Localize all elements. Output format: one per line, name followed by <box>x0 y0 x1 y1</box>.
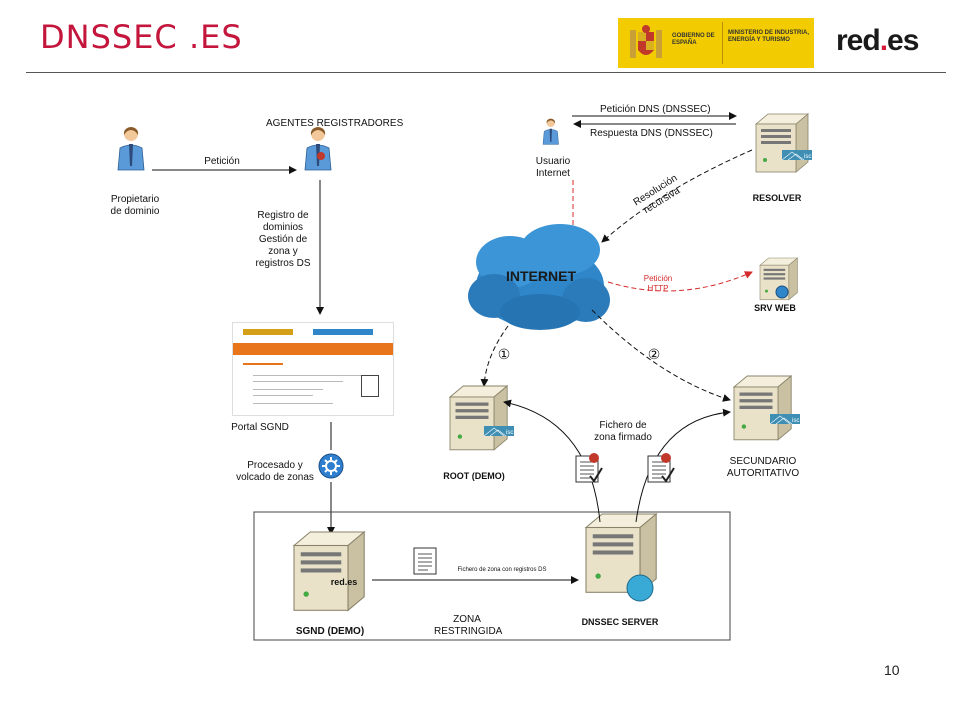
usuario-label: Usuario Internet <box>535 156 571 179</box>
dnssec-server-label: DNSSEC SERVER <box>581 617 659 627</box>
registrar-person-icon <box>304 126 332 171</box>
gov-logo-line1: GOBIERNO DE ESPAÑA <box>672 33 715 46</box>
sgnd-brand-label: red.es <box>330 577 358 587</box>
internet-cloud-icon <box>468 224 610 330</box>
registro-label: Registro de dominios Gestión de zona y r… <box>255 210 311 269</box>
globe-icon <box>775 285 789 299</box>
portal-label: Portal SGND <box>231 422 289 433</box>
page-title: DNSSEC .ES <box>40 18 243 56</box>
sgnd-label: SGND (DEMO) <box>295 626 365 637</box>
page-number: 10 <box>884 662 900 678</box>
signed-file-icon-right <box>648 453 674 482</box>
resolver-server-icon <box>755 113 809 173</box>
propietario-label: Propietario de dominio <box>110 194 160 217</box>
red-es-logo: red.es <box>836 24 919 57</box>
root-signed-arrow <box>503 399 601 523</box>
secundario-label: SECUNDARIO AUTORITATIVO <box>726 456 800 479</box>
root-isc-icon <box>483 425 515 437</box>
gear-icon <box>318 453 344 479</box>
root-label: ROOT (DEMO) <box>443 471 505 481</box>
dnssec-badge-icon <box>626 574 654 602</box>
peticion-http-arrow <box>607 271 753 292</box>
sgnd-server-icon <box>293 531 365 611</box>
agentes-label: AGENTES REGISTRADORES <box>266 118 404 129</box>
internet-label: INTERNET <box>506 268 576 284</box>
peticion-label: Petición <box>204 156 240 167</box>
step2-arrow <box>591 309 731 402</box>
gov-logo-line2: MINISTERIO DE INDUSTRIA, ENERGÍA Y TURIS… <box>728 30 810 43</box>
fichero-firmado-label: Fichero de zona firmado <box>594 420 652 443</box>
secundario-server-icon <box>733 375 792 441</box>
secundario-signed-arrow <box>635 408 731 523</box>
peticion-dns-label: Petición DNS (DNSSEC) <box>600 104 711 115</box>
coat-of-arms-icon <box>630 25 662 58</box>
resolver-isc-icon <box>781 149 813 161</box>
zona-label: ZONA RESTRINGIDA <box>434 614 503 637</box>
signed-file-icon-left <box>576 453 602 482</box>
step1-label: ① <box>497 346 511 362</box>
root-server-icon <box>449 385 508 451</box>
peticion-http-label: Petición HTTP <box>643 274 673 293</box>
zona-restringida-box <box>253 511 731 641</box>
srv-web-label: SRV WEB <box>754 303 796 313</box>
header-rule <box>26 72 946 73</box>
propietario-person-icon <box>117 126 145 171</box>
fichero-ds-label: Fichero de zona con registros DS <box>457 567 547 573</box>
fichero-ds-doc-icon <box>413 547 437 575</box>
resolver-label: RESOLVER <box>752 193 802 203</box>
secundario-isc-icon <box>769 413 801 425</box>
usuario-person-icon <box>542 118 559 145</box>
step2-label: ② <box>647 346 661 362</box>
respuesta-dns-label: Respuesta DNS (DNSSEC) <box>590 128 713 139</box>
procesado-label: Procesado y volcado de zonas <box>236 460 314 483</box>
step1-arrow <box>480 325 509 387</box>
government-logo: GOBIERNO DE ESPAÑA MINISTERIO DE INDUSTR… <box>618 18 814 68</box>
portal-sgnd-screenshot <box>232 322 394 416</box>
